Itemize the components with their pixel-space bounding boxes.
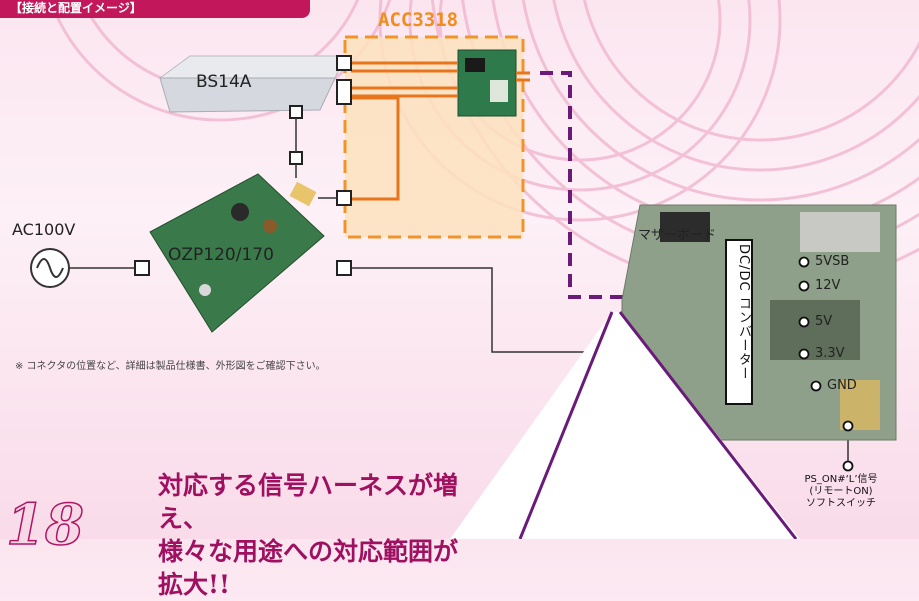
header-tag: 【接続と配置イメージ】 [0, 0, 310, 18]
motherboard [621, 204, 897, 441]
diagram-canvas [30, 0, 919, 539]
ac-source-icon [30, 248, 70, 288]
bs14a-label: BS14A [196, 72, 252, 92]
dcdc-box [725, 239, 753, 405]
rail-5v: 5V [815, 314, 833, 329]
rail-terminals [798, 256, 854, 472]
rail-5vsb: 5VSB [815, 254, 850, 269]
pson-line2: (リモートON) [809, 486, 873, 497]
rail-12v: 12V [815, 278, 841, 293]
disclaimer-note: ※ コネクタの位置など、詳細は製品仕様書、外形図をご確認下さい。 [15, 361, 326, 372]
ozp-board [149, 173, 325, 333]
orange-harness [351, 61, 530, 201]
ac100v-label: AC100V [12, 220, 76, 239]
headline-line1: 対応する信号ハーネスが増え、 [158, 471, 459, 533]
acc3318-board [457, 49, 517, 117]
ozp-label: OZP120/170 [168, 245, 274, 265]
dcdc-label: DC/DC コンバーター [736, 244, 751, 381]
pson-label: PS_ON#‘L’信号 (リモートON) ソフトスイッチ [781, 474, 901, 510]
motherboard-label: マザーボード [638, 228, 717, 243]
bs14a-unit [158, 55, 346, 113]
pson-line1: PS_ON#‘L’信号 [804, 474, 878, 485]
headline-line2: 様々な用途への対応範囲が拡大!! [158, 537, 459, 599]
pson-line3: ソフトスイッチ [806, 498, 876, 509]
headline: 対応する信号ハーネスが増え、 様々な用途への対応範囲が拡大!! [158, 469, 458, 601]
rail-3v3: 3.3V [815, 346, 845, 361]
callout [450, 311, 800, 539]
feature-number: 18 [5, 491, 84, 559]
acc3318-label: ACC3318 [378, 9, 459, 31]
rail-gnd: GND [827, 378, 857, 393]
